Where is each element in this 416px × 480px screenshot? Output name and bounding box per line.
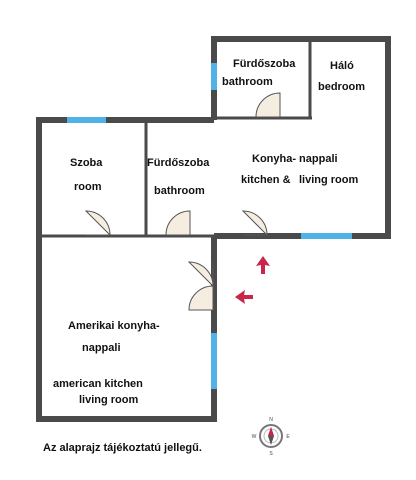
compass-east: E (286, 434, 290, 440)
entrance-arrows (235, 256, 270, 304)
label-bedroom-en: bedroom (318, 81, 366, 93)
disclaimer-text: Az alaprajz tájékoztatú jellegű. (43, 442, 202, 454)
compass-icon: N E S W (252, 417, 291, 457)
label-kitchen-living-en-2: living room (299, 174, 359, 186)
windows (67, 63, 352, 389)
entrance-arrow-left (235, 290, 253, 304)
entrance-arrow-up (256, 256, 270, 274)
label-american-kitchen-hu-2: nappali (82, 342, 121, 354)
compass-west: W (252, 434, 257, 440)
door-bathroom-top (255, 92, 281, 118)
label-american-kitchen-hu-1: Amerikai konyha- (68, 320, 160, 332)
doors (84, 92, 281, 311)
interior-walls (39, 39, 312, 238)
compass-north: N (269, 417, 273, 423)
label-bathroom-mid-en: bathroom (154, 185, 205, 197)
door-double-right (188, 285, 214, 311)
label-bathroom-top-en: bathroom (222, 76, 273, 88)
label-kitchen-living-hu: Konyha- nappali (252, 153, 338, 165)
label-room-hu: Szoba (70, 157, 103, 169)
label-bathroom-mid-hu: Fürdőszoba (147, 157, 210, 169)
door-kitchen-top (241, 210, 269, 236)
label-american-kitchen-en-2: living room (79, 394, 139, 406)
label-room-en: room (74, 181, 102, 193)
label-bathroom-top-hu: Fürdőszoba (233, 58, 296, 70)
label-bedroom-hu: Háló (330, 60, 354, 72)
label-american-kitchen-en-1: american kitchen (53, 378, 143, 390)
compass-south: S (269, 451, 273, 457)
door-double-left (187, 261, 214, 288)
door-bathroom-mid (165, 210, 191, 236)
label-kitchen-living-en-1: kitchen & (241, 174, 291, 186)
door-room (84, 210, 112, 236)
